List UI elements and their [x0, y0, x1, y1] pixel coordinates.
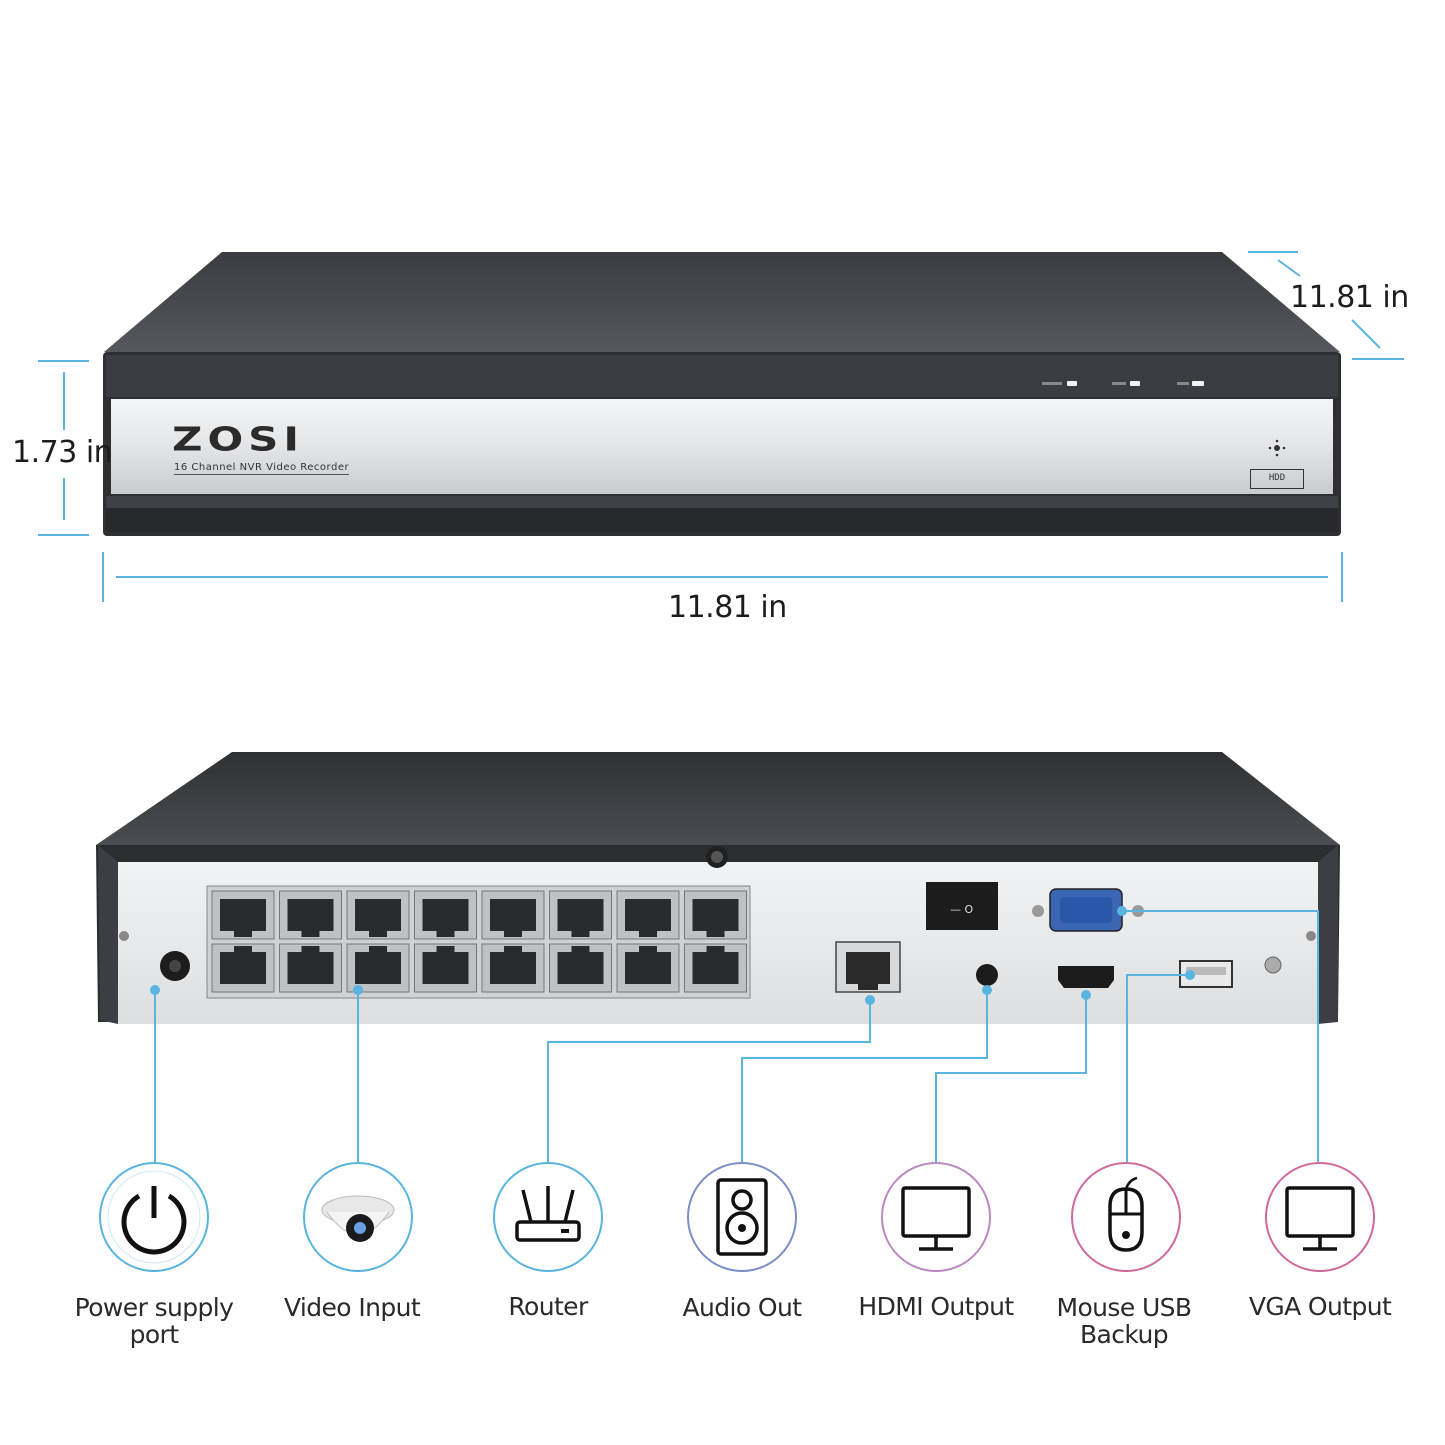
connector-lines — [150, 906, 1319, 1163]
brand-subtitle: 16 Channel NVR Video Recorder — [174, 462, 350, 475]
mouse-icon — [1071, 1162, 1181, 1272]
poe-port — [481, 943, 545, 993]
poe-port — [616, 890, 680, 940]
feature-label-vga-output: VGA Output — [1248, 1292, 1392, 1321]
feature-power — [99, 1162, 209, 1272]
poe-port — [279, 890, 342, 940]
poe-port — [414, 943, 477, 993]
poe-port — [481, 890, 545, 940]
speaker-icon — [687, 1162, 797, 1272]
hdd-tag: HDD — [1250, 469, 1304, 489]
poe-port — [616, 943, 680, 993]
feature-vga-output — [1265, 1162, 1375, 1272]
dome-camera-icon — [303, 1162, 413, 1272]
audio-jack — [976, 964, 998, 986]
power-icon — [99, 1162, 209, 1272]
poe-port — [346, 943, 410, 993]
hdmi-port — [1058, 966, 1114, 988]
feature-video-input — [303, 1162, 413, 1272]
height-dimension-label: 1.73 in — [12, 435, 113, 470]
depth-dimension-label: 11.81 in — [1290, 280, 1409, 315]
poe-port — [684, 890, 747, 940]
feature-audio-out — [687, 1162, 797, 1272]
feature-hdmi-output — [881, 1162, 991, 1272]
poe-port — [279, 943, 342, 993]
width-dimension-label: 11.81 in — [668, 590, 787, 625]
poe-port — [549, 890, 612, 940]
feature-label-router: Router — [508, 1292, 588, 1321]
dimension-lines — [38, 251, 1404, 602]
monitor-icon — [881, 1162, 991, 1272]
router-icon — [493, 1162, 603, 1272]
feature-label-power: Power supply port — [74, 1293, 234, 1349]
monitor-icon — [1265, 1162, 1375, 1272]
feature-label-hdmi-output: HDMI Output — [858, 1292, 1014, 1321]
front-silver-panel — [111, 399, 1333, 494]
feature-label-audio-out: Audio Out — [682, 1293, 803, 1322]
back-top-lid — [96, 752, 1340, 845]
status-leds — [1042, 381, 1204, 386]
poe-port — [346, 890, 410, 940]
feature-mouse-usb — [1071, 1162, 1181, 1272]
power-switch — [926, 882, 998, 930]
poe-port — [684, 943, 747, 993]
poe-port — [549, 943, 612, 993]
front-bezel-upper — [106, 355, 1338, 397]
ground-screw — [1264, 956, 1282, 974]
feature-label-mouse-usb: Mouse USB Backup — [1056, 1293, 1193, 1349]
svg-text:— O: — O — [950, 903, 973, 916]
feature-router — [493, 1162, 603, 1272]
front-top-lid — [104, 252, 1340, 352]
poe-port — [211, 890, 275, 940]
poe-port — [211, 943, 275, 993]
ir-sensor — [1268, 439, 1286, 457]
poe-port — [414, 890, 477, 940]
brand-logo: ZOSI — [172, 420, 305, 459]
feature-label-video-input: Video Input — [283, 1293, 421, 1322]
